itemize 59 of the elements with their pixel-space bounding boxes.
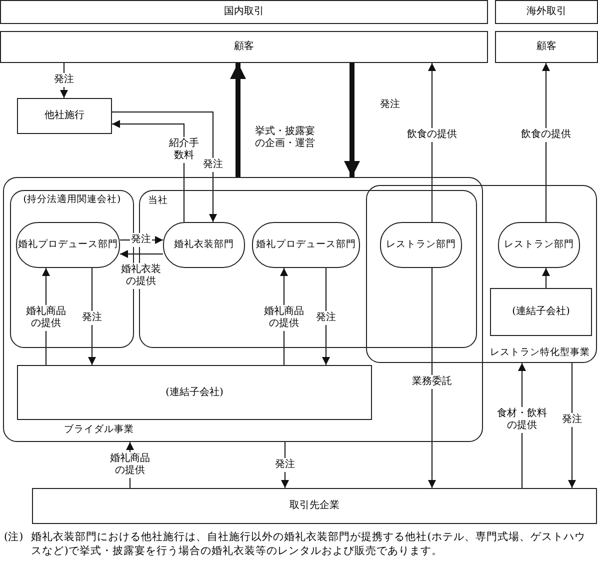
box-label: 顧客	[233, 40, 255, 54]
department-box	[16, 222, 120, 268]
box-label: レストラン部門	[503, 239, 575, 251]
entity-box	[495, 0, 598, 24]
arrow	[542, 268, 550, 288]
box-label: 海外取引	[526, 6, 568, 18]
box-label: 国内取引	[223, 6, 265, 18]
box-label: 婚礼プロデュース部門	[17, 239, 119, 251]
arrow	[428, 268, 436, 488]
edge-label: 発注	[315, 311, 337, 325]
group-title: 当社	[148, 195, 168, 206]
edge-label: 発注	[81, 311, 103, 325]
box-label: 婚礼衣装部門	[173, 239, 235, 251]
box-label: 婚礼プロデュース部門	[255, 239, 357, 251]
note-text: 婚礼衣装部門における他社施行は、自社施行以外の婚礼衣装部門が提携する他社(ホテル、専門式場、ゲストハウスなど)で挙式・披露宴を行う場合の婚礼衣装等のレンタルおよび販売であります。	[31, 530, 586, 558]
edge-label: 飲食の提供	[406, 128, 458, 142]
arrow	[428, 62, 436, 222]
entity-box	[32, 488, 597, 524]
group-title: ブライダル事業	[64, 424, 134, 435]
entity-box	[17, 98, 112, 134]
entity-box	[0, 31, 488, 63]
edge-label: 発注	[202, 158, 224, 172]
edge-label: 発注	[130, 233, 152, 247]
entity-box	[17, 365, 372, 420]
arrow	[322, 268, 330, 366]
edge-label: 発注	[561, 413, 583, 427]
arrow	[542, 62, 550, 222]
group-box	[3, 177, 483, 442]
box-label: 取引先企業	[288, 500, 340, 512]
edge-label: 食材・飲料の提供	[494, 407, 550, 433]
box-label: レストラン部門	[385, 239, 457, 251]
group-title: レストラン特化型事業	[490, 346, 590, 358]
box-label: 顧客	[536, 40, 558, 54]
box-label: (連結子会社)	[511, 306, 571, 318]
group-box	[366, 185, 597, 363]
arrow	[230, 63, 246, 177]
box-label: 他社施行	[44, 110, 86, 122]
arrow	[120, 250, 164, 258]
arrow	[60, 62, 68, 98]
entity-box	[495, 31, 598, 63]
department-box	[252, 222, 360, 268]
edge-label: 発注	[53, 73, 75, 87]
department-box	[380, 222, 462, 268]
edge-label: 紹介手数料	[167, 137, 201, 163]
entity-box	[0, 0, 488, 24]
department-box	[498, 222, 580, 268]
department-box	[163, 222, 245, 268]
box-label: (連結子会社)	[164, 386, 224, 399]
group-title: (持分法適用関連会社)	[23, 194, 121, 206]
note-text: (注)	[4, 530, 24, 545]
arrow	[344, 63, 360, 177]
arrow	[112, 112, 217, 222]
arrow	[88, 268, 96, 366]
entity-box	[490, 288, 592, 336]
arrow	[568, 362, 576, 488]
edge-label: 発注	[274, 458, 296, 472]
edge-label: 業務委託	[411, 375, 453, 389]
edge-label: 飲食の提供	[520, 128, 572, 142]
arrow	[281, 442, 289, 488]
